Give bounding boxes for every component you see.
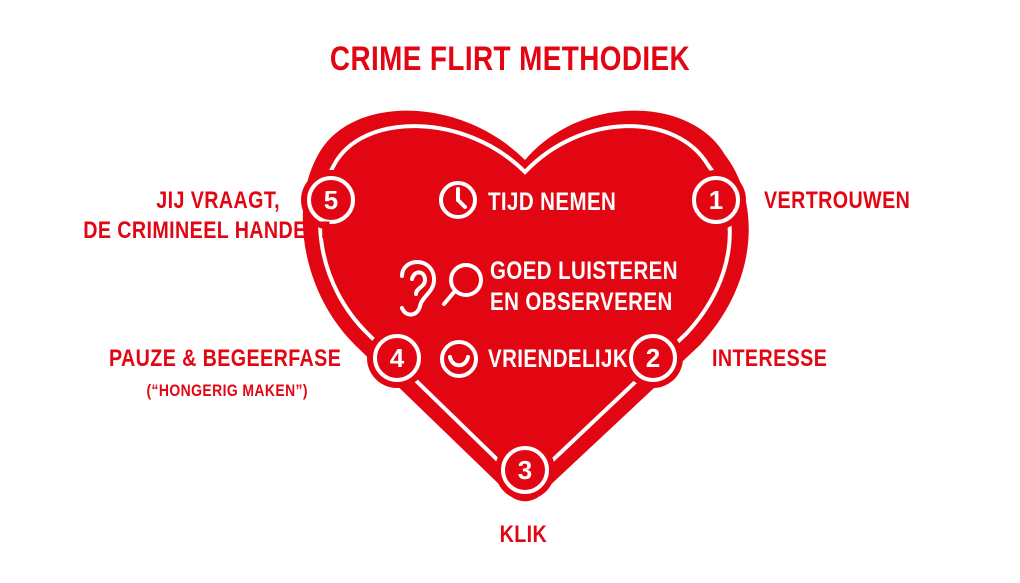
principle-listen-line1: GOED LUISTEREN (490, 257, 678, 285)
step-label-2: INTERESSE (712, 345, 828, 372)
diagram-title: CRIME FLIRT METHODIEK (329, 40, 691, 78)
step-number-5: 5 (324, 185, 338, 215)
step-number-1: 1 (709, 185, 723, 215)
principle-listen: GOED LUISTEREN EN OBSERVEREN (490, 256, 678, 318)
step-badge-1 (686, 170, 746, 230)
step-badge-3 (495, 440, 555, 500)
heart-shape (302, 110, 749, 502)
magnifier-icon (442, 263, 483, 306)
step-label-5-line2: DE CRIMINEEL HANDELT (83, 217, 331, 244)
step-label-1: VERTROUWEN (764, 187, 911, 214)
step-label-3: KLIK (499, 521, 548, 548)
principle-time: TIJD NEMEN (488, 188, 617, 216)
step-sublabel-4: (“HONGERIG MAKEN”) (146, 381, 308, 400)
step-number-3: 3 (518, 455, 532, 485)
principle-friendly: VRIENDELIJK (488, 345, 629, 373)
smile-icon (440, 340, 478, 378)
step-badge-4 (367, 328, 427, 388)
step-badge-2 (623, 328, 683, 388)
step-label-4: PAUZE & BEGEERFASE (108, 345, 342, 372)
step-number-4: 4 (390, 343, 405, 373)
step-label-5-line1: JIJ VRAAGT, (156, 187, 280, 214)
ear-icon (400, 260, 437, 317)
step-badge-5 (301, 170, 361, 230)
clock-icon (439, 181, 477, 219)
step-number-2: 2 (646, 343, 660, 373)
step-label-5: JIJ VRAAGT, DE CRIMINEEL HANDELT (83, 186, 331, 246)
principle-listen-line2: EN OBSERVEREN (490, 288, 673, 316)
